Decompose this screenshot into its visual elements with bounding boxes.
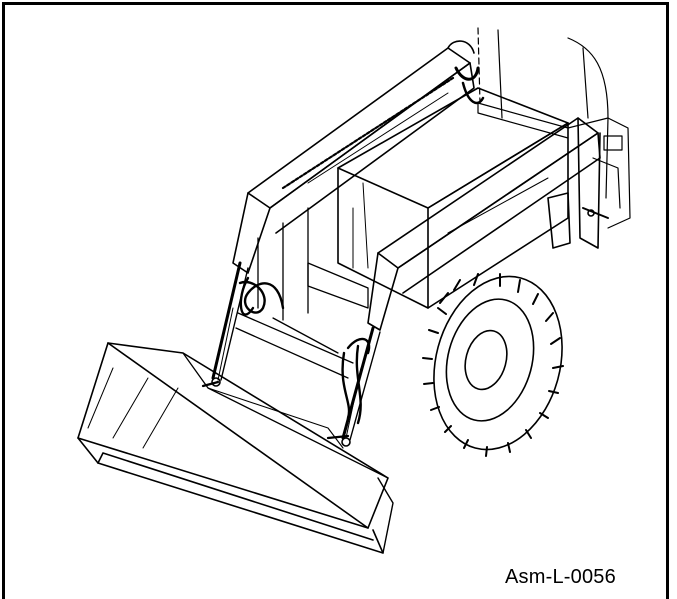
hood [337,87,569,309]
loader-frame [235,207,369,379]
left-loader-arm [232,40,485,274]
hydraulic-hoses [238,276,371,425]
figure-id-label: Asm-L-0056 [505,566,616,588]
right-loader-arm [367,117,609,331]
loader-bucket [77,342,394,554]
front-wheel [422,273,564,457]
loader-assembly-illustration [77,27,631,554]
